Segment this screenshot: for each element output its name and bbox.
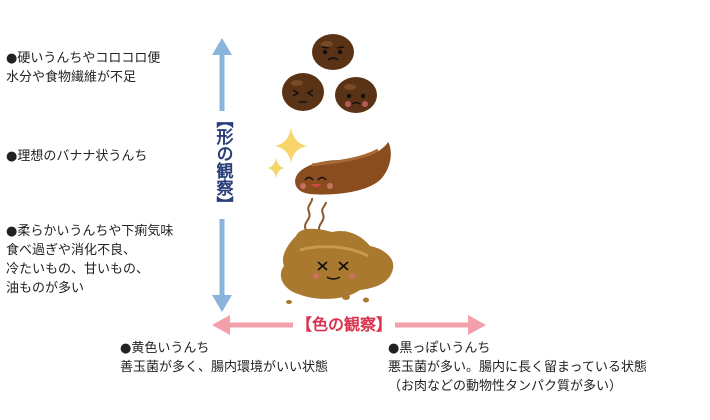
shape-axis-label-text: 【形の観察】: [212, 111, 233, 213]
black-stool-title: ●黒っぽいうんち: [388, 341, 491, 356]
black-stool-note: ●黒っぽいうんち 悪玉菌が多い。腸内に長く留まっている状態 （お肉などの動物性タ…: [388, 339, 647, 396]
yellow-stool-title: ●黄色いうんち: [120, 341, 210, 356]
soft-stool-desc-1: 食べ過ぎや消化不良、: [6, 243, 137, 258]
pellet-frown: [312, 34, 354, 70]
soft-diarrhea-illustration: [280, 228, 394, 304]
black-stool-desc: 悪玉菌が多い。腸内に長く留まっている状態: [388, 360, 647, 375]
ideal-stool-note: ●理想のバナナ状うんち: [6, 147, 147, 166]
pellet-squint: [282, 73, 324, 111]
ideal-stool-title: ●理想のバナナ状うんち: [6, 149, 148, 164]
shape-axis-label: 【形の観察】: [209, 111, 235, 219]
soft-stool-desc-2: 冷たいもの、甘いもの、: [6, 262, 150, 277]
stink-lines-icon: [304, 197, 327, 233]
hard-stool-title: ●硬いうんちやコロコロ便: [6, 51, 161, 66]
yellow-stool-desc: 善玉菌が多く、腸内環境がいい状態: [120, 360, 329, 375]
ideal-banana-illustration: [295, 142, 391, 195]
soft-stool-title: ●柔らかいうんちや下痢気味: [6, 224, 174, 239]
color-axis-label: 【色の観察】: [293, 314, 396, 336]
yellow-stool-note: ●黄色いうんち 善玉菌が多く、腸内環境がいい状態: [120, 339, 328, 377]
hard-pellets-illustration: [282, 34, 377, 113]
hard-stool-note: ●硬いうんちやコロコロ便 水分や食物繊維が不足: [6, 49, 160, 87]
sparkle-icon: [268, 127, 307, 179]
hard-stool-desc: 水分や食物繊維が不足: [6, 70, 137, 85]
soft-stool-note: ●柔らかいうんちや下痢気味 食べ過ぎや消化不良、 冷たいもの、甘いもの、 油もの…: [6, 222, 173, 298]
pellet-sad: [335, 77, 377, 113]
soft-stool-desc-3: 油ものが多い: [6, 281, 85, 296]
black-stool-desc-2: （お肉などの動物性タンパク質が多い）: [388, 379, 623, 394]
